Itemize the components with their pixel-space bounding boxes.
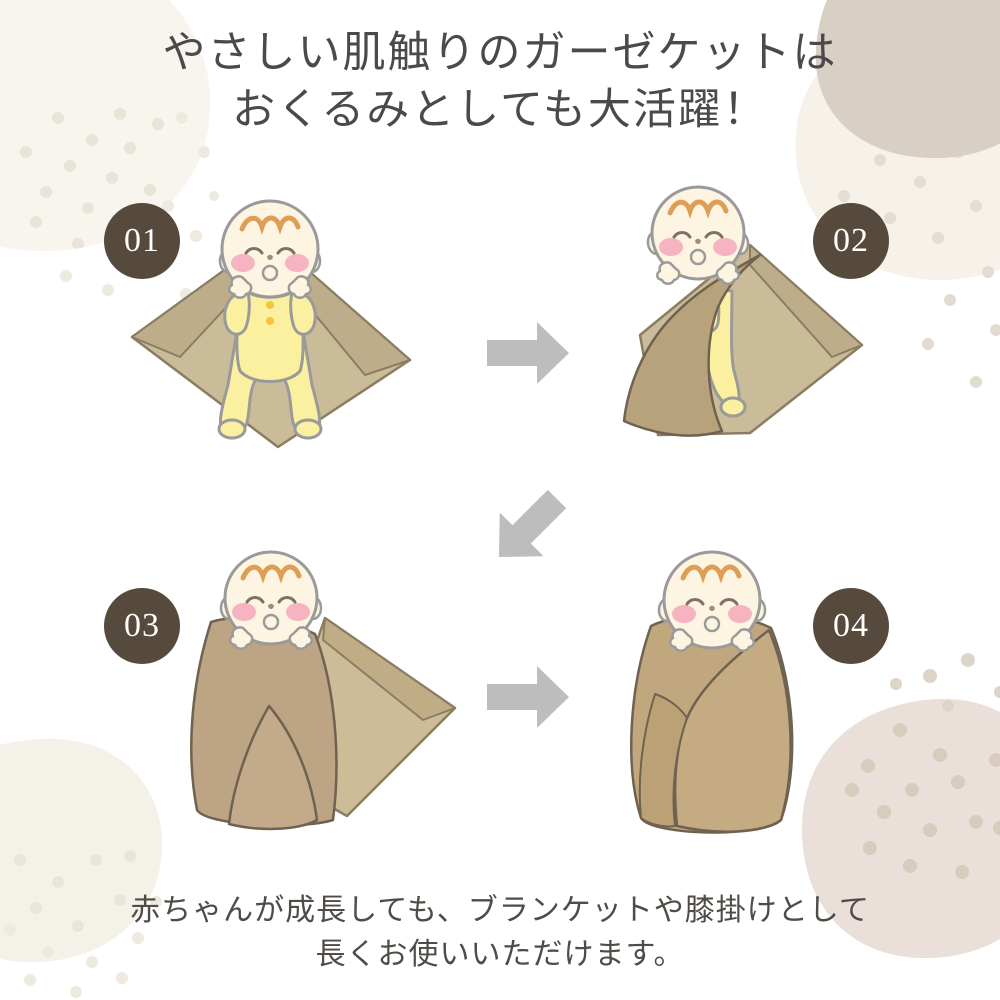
baby-figure-step-1	[217, 199, 323, 440]
onesie-button	[266, 301, 274, 309]
step-badge-01-label: 01	[124, 222, 160, 259]
onesie-button	[266, 317, 274, 325]
step-illustration-02	[600, 185, 880, 455]
step-illustration-03	[165, 548, 465, 858]
title-line-1: やさしい肌触りのガーゼケットは	[162, 30, 838, 77]
arrow-right-icon	[487, 322, 569, 384]
caption-line-1: 赤ちゃんが成長しても、ブランケットや膝掛けとして	[130, 894, 870, 927]
title-line-2: おくるみとしても大活躍！	[232, 86, 768, 134]
step-badge-04: 04	[813, 588, 889, 664]
swaddle-step-1-svg	[130, 199, 412, 449]
arrow-down-left-step2-to-step3	[483, 487, 573, 569]
page-caption: 赤ちゃんが成長しても、ブランケットや膝掛けとして 長くお使いいただけます。	[0, 889, 1000, 976]
step-badge-03: 03	[104, 588, 180, 664]
swaddle-step-2-svg	[622, 185, 864, 437]
baby-head-step-3	[219, 550, 323, 650]
step-badge-03-label: 03	[124, 607, 160, 644]
swaddle-step-4-svg	[630, 550, 794, 834]
step-illustration-01	[110, 185, 430, 455]
baby-head-step-4	[657, 550, 767, 652]
arrow-right-icon	[487, 666, 569, 728]
blanket-left-flap-folded	[622, 253, 762, 437]
dots-top-right	[922, 266, 1000, 388]
page-title: やさしい肌触りのガーゼケットは おくるみとしても大活躍！	[0, 26, 1000, 140]
arrow-right-step3-to-step4	[483, 662, 573, 732]
swaddle-step-3-svg	[190, 550, 457, 831]
step-badge-02: 02	[813, 203, 889, 279]
caption-line-2: 長くお使いいただけます。	[315, 937, 685, 971]
arrow-down-left-icon	[499, 489, 567, 557]
step-illustration-04	[605, 548, 835, 858]
dots-bottom-right	[890, 653, 1000, 712]
step-badge-02-label: 02	[833, 222, 869, 259]
step-badge-04-label: 04	[833, 607, 869, 644]
arrow-right-step1-to-step2	[483, 318, 573, 388]
baby-head-step-2	[646, 185, 750, 285]
step-badge-01: 01	[104, 203, 180, 279]
blanket-body-wrapped	[190, 616, 338, 831]
blanket-fully-wrapped	[630, 613, 794, 834]
